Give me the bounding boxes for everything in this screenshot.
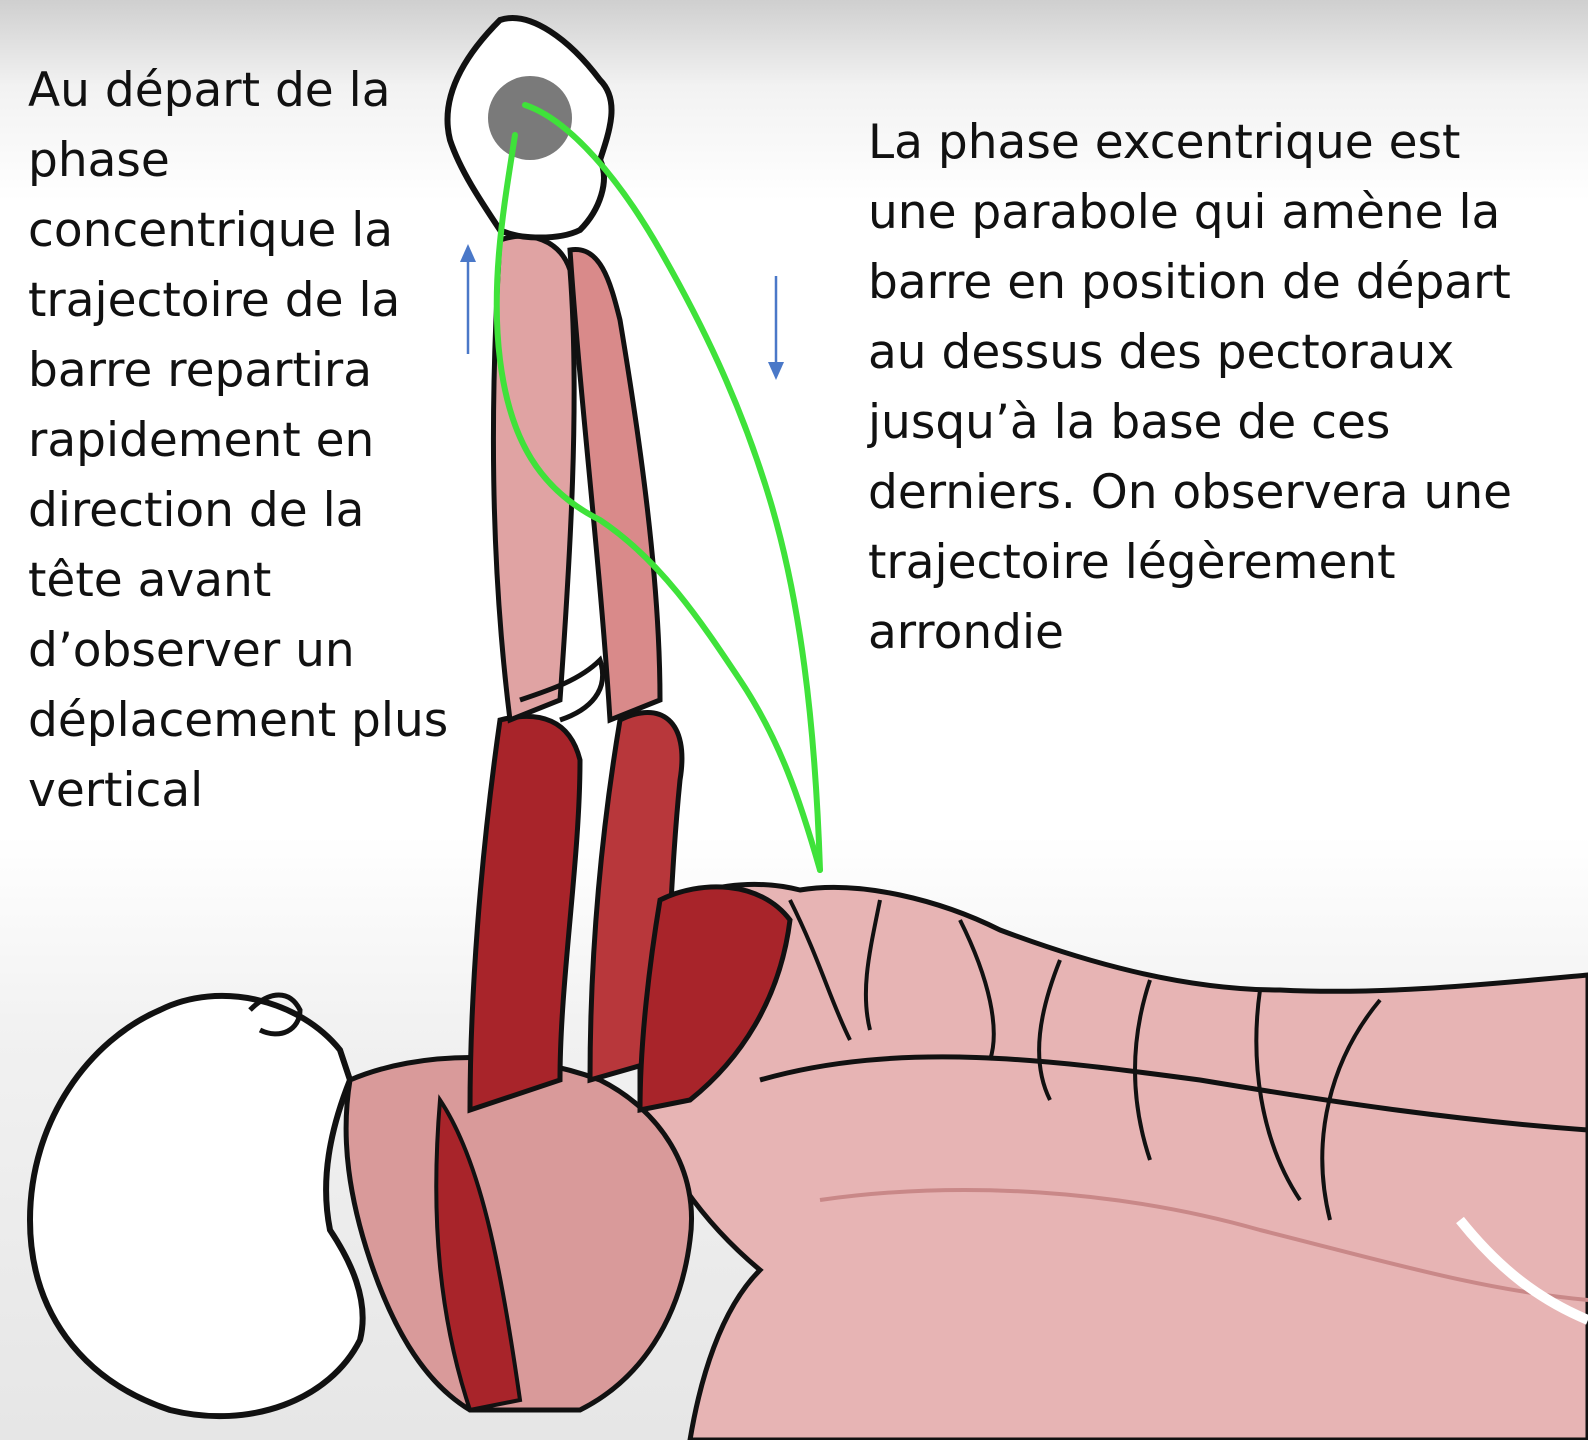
triceps-muscle [470, 716, 580, 1110]
hand [447, 18, 611, 237]
forearm [493, 236, 660, 720]
arrow-down-icon [768, 276, 784, 380]
concentric-phase-caption: Au départ de la phase concentrique la tr… [28, 56, 468, 826]
forearm-flexor [493, 236, 574, 720]
forearm-extensor [570, 250, 660, 720]
head-outline [30, 996, 363, 1416]
bar-end [488, 76, 572, 160]
eccentric-phase-caption: La phase excentrique est une parabole qu… [868, 108, 1568, 668]
head [30, 995, 363, 1416]
